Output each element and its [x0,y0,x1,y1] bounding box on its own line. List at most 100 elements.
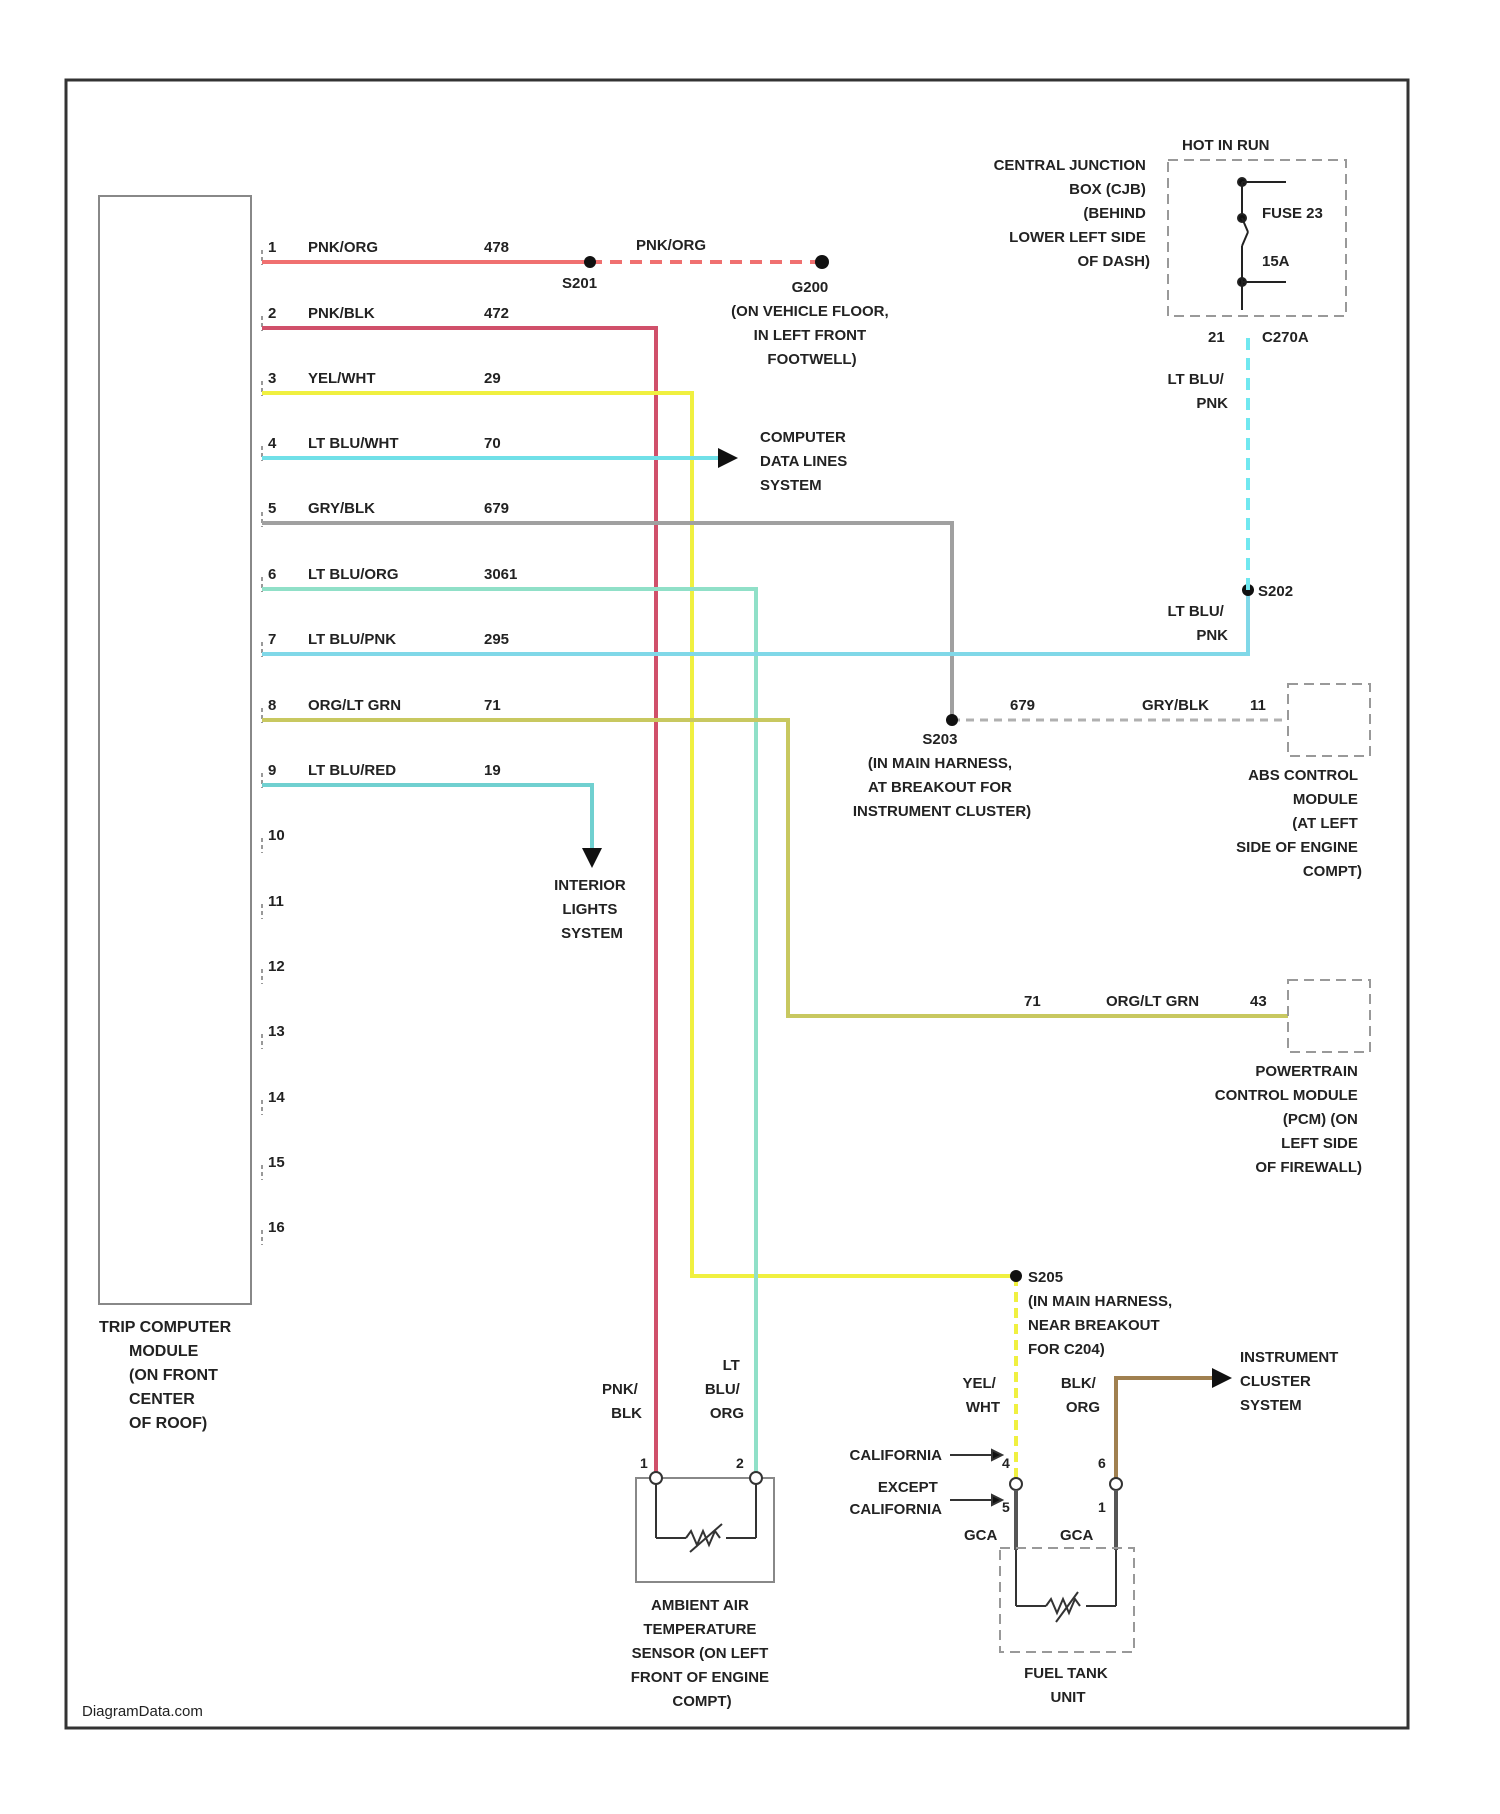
pcm-pin: 43 [1250,993,1267,1010]
pin-3-circuit: 29 [484,370,501,387]
fuel-terminal-right [1110,1478,1122,1490]
pcm-box [1288,980,1370,1052]
wire-blk-org-cluster [1116,1378,1212,1478]
fuel-pin-right-bottom: 1 [1098,1499,1106,1515]
pin-2-number: 2 [268,305,276,322]
pin-6-circuit: 3061 [484,566,517,583]
fuel-gauge-right-label: GCA [1060,1527,1094,1544]
pin-2-circuit: 472 [484,305,509,322]
abs-module-box [1288,684,1370,756]
wire-pin9-lt-blu-red [262,785,592,848]
pin-10-number: 10 [268,827,285,844]
data-lines-label: COMPUTER DATA LINES SYSTEM [760,429,851,494]
pcm-wire-color: ORG/LT GRN [1106,993,1199,1010]
splice-s202-label: S202 [1258,583,1293,600]
california-label: CALIFORNIA [850,1447,943,1464]
pin-12-number: 12 [268,958,285,975]
except-california-label: EXCEPT CALIFORNIA [850,1479,943,1518]
pin-8-color: ORG/LT GRN [308,697,401,714]
fuse-name: FUSE 23 [1262,205,1323,222]
fuse-box-outline [1168,160,1346,316]
arrow-instrument-cluster [1212,1368,1232,1388]
ambient-label: AMBIENT AIR TEMPERATURE SENSOR (ON LEFT … [631,1597,774,1710]
instrument-cluster-label: INSTRUMENT CLUSTER SYSTEM [1240,1349,1343,1414]
splice-s201-dot [584,256,596,268]
fuse-wire-bottom-label: LT BLU/ PNK [1167,603,1228,644]
pin-7-color: LT BLU/PNK [308,631,396,648]
fuse-pin: 21 [1208,329,1225,346]
abs-pin: 11 [1250,697,1266,714]
ambient-wire1-label: PNK/ BLK [602,1381,642,1422]
pin-5-number: 5 [268,500,276,517]
pin-3-number: 3 [268,370,276,387]
pin-8-circuit: 71 [484,697,501,714]
ambient-pin2: 2 [736,1455,744,1471]
fuel-gauge-left-label: GCA [964,1527,998,1544]
fuse-symbol [1238,178,1286,310]
pin-2-color: PNK/BLK [308,305,375,322]
trip-computer-module-box [99,196,251,1304]
pin-9-number: 9 [268,762,276,779]
pin-7-circuit: 295 [484,631,509,648]
pin-1-number: 1 [268,239,276,256]
wire-pin3-yel-wht [262,393,1016,1276]
fuse-connector: C270A [1262,329,1309,346]
pin-11-number: 11 [268,893,284,910]
module-label: TRIP COMPUTER MODULE (ON FRONT CENTER OF… [99,1319,236,1432]
pin-6-number: 6 [268,566,276,583]
wire-pin6-lt-blu-org [262,589,756,1478]
california-arrow [950,1450,1002,1460]
pin-9-circuit: 19 [484,762,501,779]
pin-9-color: LT BLU/RED [308,762,396,779]
pin-14-number: 14 [268,1089,285,1106]
fuel-wire-left-label: YEL/ WHT [962,1375,1000,1416]
pin-6-color: LT BLU/ORG [308,566,399,583]
fuel-pin-ca: 4 [1002,1455,1010,1471]
fuel-pin-right-top: 6 [1098,1455,1106,1471]
pin-15-number: 15 [268,1154,285,1171]
pin-4-number: 4 [268,435,277,452]
watermark: DiagramData.com [82,1703,203,1720]
pin-labels: 1 PNK/ORG 478 2 PNK/BLK 472 3 YEL/WHT 29… [268,239,517,1236]
ground-g200-label: G200 (ON VEHICLE FLOOR, IN LEFT FRONT FO… [731,279,893,368]
pcm-circuit: 71 [1024,993,1041,1010]
fuse-rating: 15A [1262,253,1290,270]
pin-1-circuit: 478 [484,239,509,256]
abs-label: ABS CONTROL MODULE (AT LEFT SIDE OF ENGI… [1236,767,1362,880]
except-california-arrow [950,1495,1002,1505]
fuse-wire-top-label: LT BLU/ PNK [1167,371,1228,412]
pin-4-circuit: 70 [484,435,501,452]
pin-3-color: YEL/WHT [308,370,376,387]
pin-5-color: GRY/BLK [308,500,375,517]
fuse-box-label: CENTRAL JUNCTION BOX (CJB) (BEHIND LOWER… [994,157,1150,270]
wire-pin8-org-lt-grn [262,720,1288,1016]
fuel-tank-label: FUEL TANK UNIT [1024,1665,1112,1706]
ground-g200-dot [815,255,829,269]
abs-circuit: 679 [1010,697,1035,714]
fuel-terminal-left [1010,1478,1022,1490]
ambient-wire2-label: LT BLU/ ORG [705,1357,744,1422]
ambient-pin1: 1 [640,1455,648,1471]
pin-1-color: PNK/ORG [308,239,378,256]
splice-s203-label: S203 (IN MAIN HARNESS, AT BREAKOUT FOR I… [853,731,1031,820]
arrow-interior-lights [582,848,602,868]
pin-16-number: 16 [268,1219,285,1236]
hot-in-run-label: HOT IN RUN [1182,137,1270,154]
splice-s203-dot [946,714,958,726]
pcm-label: POWERTRAIN CONTROL MODULE (PCM) (ON LEFT… [1215,1063,1362,1176]
wire-pin5-gry-blk [262,523,952,720]
splice-s201-label: S201 [562,275,597,292]
fuel-wire-right-label: BLK/ ORG [1061,1375,1100,1416]
pin-7-number: 7 [268,631,276,648]
interior-lights-label: INTERIOR LIGHTS SYSTEM [554,877,630,942]
fuel-tank-unit-box [1000,1548,1134,1652]
fuel-sender-symbol [1016,1550,1116,1622]
splice-s205-dot [1010,1270,1022,1282]
pin-5-circuit: 679 [484,500,509,517]
abs-wire-color: GRY/BLK [1142,697,1209,714]
fuel-pin-except: 5 [1002,1499,1010,1515]
arrow-data-lines [718,448,738,468]
splice-s205-label: S205 (IN MAIN HARNESS, NEAR BREAKOUT FOR… [1028,1269,1176,1358]
pin-8-number: 8 [268,697,276,714]
